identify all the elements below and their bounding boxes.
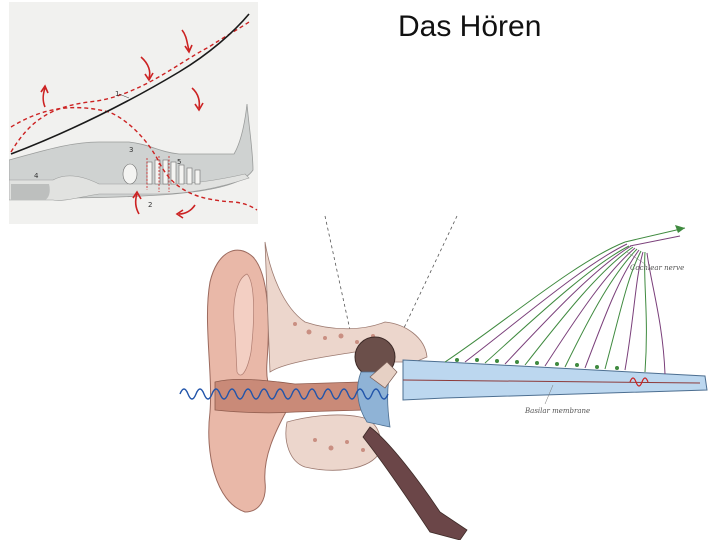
inset-number-2: 2 xyxy=(148,201,152,209)
hair-cell-markers xyxy=(146,156,170,192)
cochlear-nerve-fibers xyxy=(444,227,686,375)
ear-anatomy-illustration: Cochlear nerve Basilar membrane xyxy=(175,212,715,540)
eustachian-tube xyxy=(362,426,468,540)
red-arrows xyxy=(40,29,204,219)
guide-line-left xyxy=(324,215,351,331)
cochlear-nerve-label: Cochlear nerve xyxy=(630,264,684,272)
membrane-layer xyxy=(9,173,250,201)
hair-cells xyxy=(122,159,201,185)
black-curve xyxy=(10,13,250,155)
nerve-arrow-icon xyxy=(675,225,685,233)
membrane-vibration xyxy=(629,377,649,387)
inset-number-1: 1 xyxy=(115,90,119,98)
red-dashed-wave-lower xyxy=(10,106,258,211)
slide-title: Das Hören xyxy=(398,10,542,43)
inset-number-3: 3 xyxy=(129,146,133,154)
bone-structure xyxy=(11,184,50,200)
inset-number-4: 4 xyxy=(34,172,39,180)
bone-texture xyxy=(293,322,375,452)
cochlea-wave-svg: 1 2 3 4 5 xyxy=(9,13,258,219)
basilar-membrane-line xyxy=(402,379,701,384)
hair-cell-markers-cochlea xyxy=(455,358,619,370)
inset-number-5: 5 xyxy=(177,158,181,166)
pinna-fold xyxy=(233,273,254,376)
ear-anatomy-svg: Cochlear nerve Basilar membrane xyxy=(179,215,708,540)
red-dashed-wave-upper xyxy=(10,21,250,153)
ossicles xyxy=(369,361,398,389)
basilar-membrane-label: Basilar membrane xyxy=(524,407,590,415)
temporal-bone-upper xyxy=(264,241,428,373)
guide-line-right xyxy=(402,215,458,331)
sound-wave xyxy=(179,388,389,400)
temporal-bone-lower xyxy=(285,414,382,471)
cochlea-wave-diagram: 1 2 3 4 5 xyxy=(9,2,258,224)
